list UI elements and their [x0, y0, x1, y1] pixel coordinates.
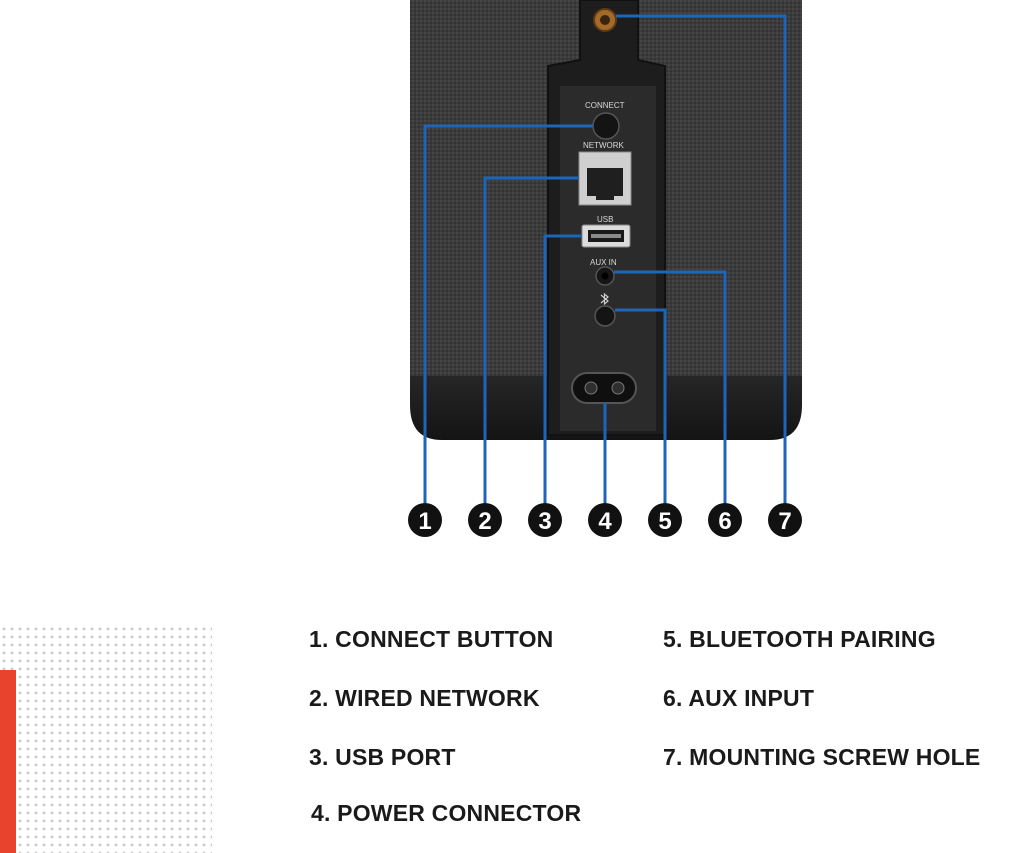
network-label: NETWORK — [583, 141, 625, 150]
callout-7-label: 7 — [778, 508, 791, 535]
connect-label: CONNECT — [585, 101, 625, 110]
screw-hole-center — [600, 15, 610, 25]
leader-line-2 — [483, 176, 579, 505]
network-port-socket — [587, 168, 623, 200]
callout-1-label: 1 — [418, 508, 431, 535]
leader-line-1 — [423, 124, 593, 505]
usb-port-tongue — [591, 234, 621, 238]
leader-line-3 — [543, 234, 582, 505]
callout-1: 1 — [408, 503, 442, 537]
leader-line-5 — [615, 308, 667, 505]
bluetooth-icon — [600, 292, 609, 306]
legend-item-bluetooth-pairing: 5. BLUETOOTH PAIRING — [663, 626, 936, 652]
callout-3: 3 — [528, 503, 562, 537]
aux-in-label: AUX IN — [590, 258, 617, 267]
callout-6-label: 6 — [718, 508, 731, 535]
power-pin-left — [584, 381, 598, 395]
leader-line-6 — [614, 270, 727, 505]
legend-item-usb-port: 3. USB PORT — [309, 744, 456, 770]
power-connector — [571, 372, 637, 404]
legend-item-wired-network: 2. WIRED NETWORK — [309, 685, 540, 711]
leader-line-7 — [616, 14, 787, 505]
usb-label: USB — [597, 215, 613, 224]
callout-5-label: 5 — [658, 508, 671, 535]
legend-item-connect-button: 1. CONNECT BUTTON — [309, 626, 554, 652]
legend-item-aux-input: 6. AUX INPUT — [663, 685, 815, 711]
callout-2-label: 2 — [478, 508, 491, 535]
callout-4: 4 — [588, 503, 622, 537]
callout-2: 2 — [468, 503, 502, 537]
bluetooth-pairing-button — [594, 305, 616, 327]
callout-7: 7 — [768, 503, 802, 537]
speaker-rear-diagram: CONNECT NETWORK USB AUX IN 1 2 3 — [408, 0, 802, 537]
aux-jack-hole — [601, 272, 609, 280]
legend-item-mounting-screw-hole: 7. MOUNTING SCREW HOLE — [663, 744, 981, 770]
legend-item-power-connector: 4. POWER CONNECTOR — [311, 800, 582, 826]
power-pin-right — [611, 381, 625, 395]
callout-5: 5 — [648, 503, 682, 537]
callout-4-label: 4 — [598, 508, 612, 535]
accent-bar — [0, 670, 16, 853]
connect-button — [592, 112, 620, 140]
callout-3-label: 3 — [538, 508, 551, 535]
callout-6: 6 — [708, 503, 742, 537]
dot-grid-decoration — [0, 625, 212, 853]
